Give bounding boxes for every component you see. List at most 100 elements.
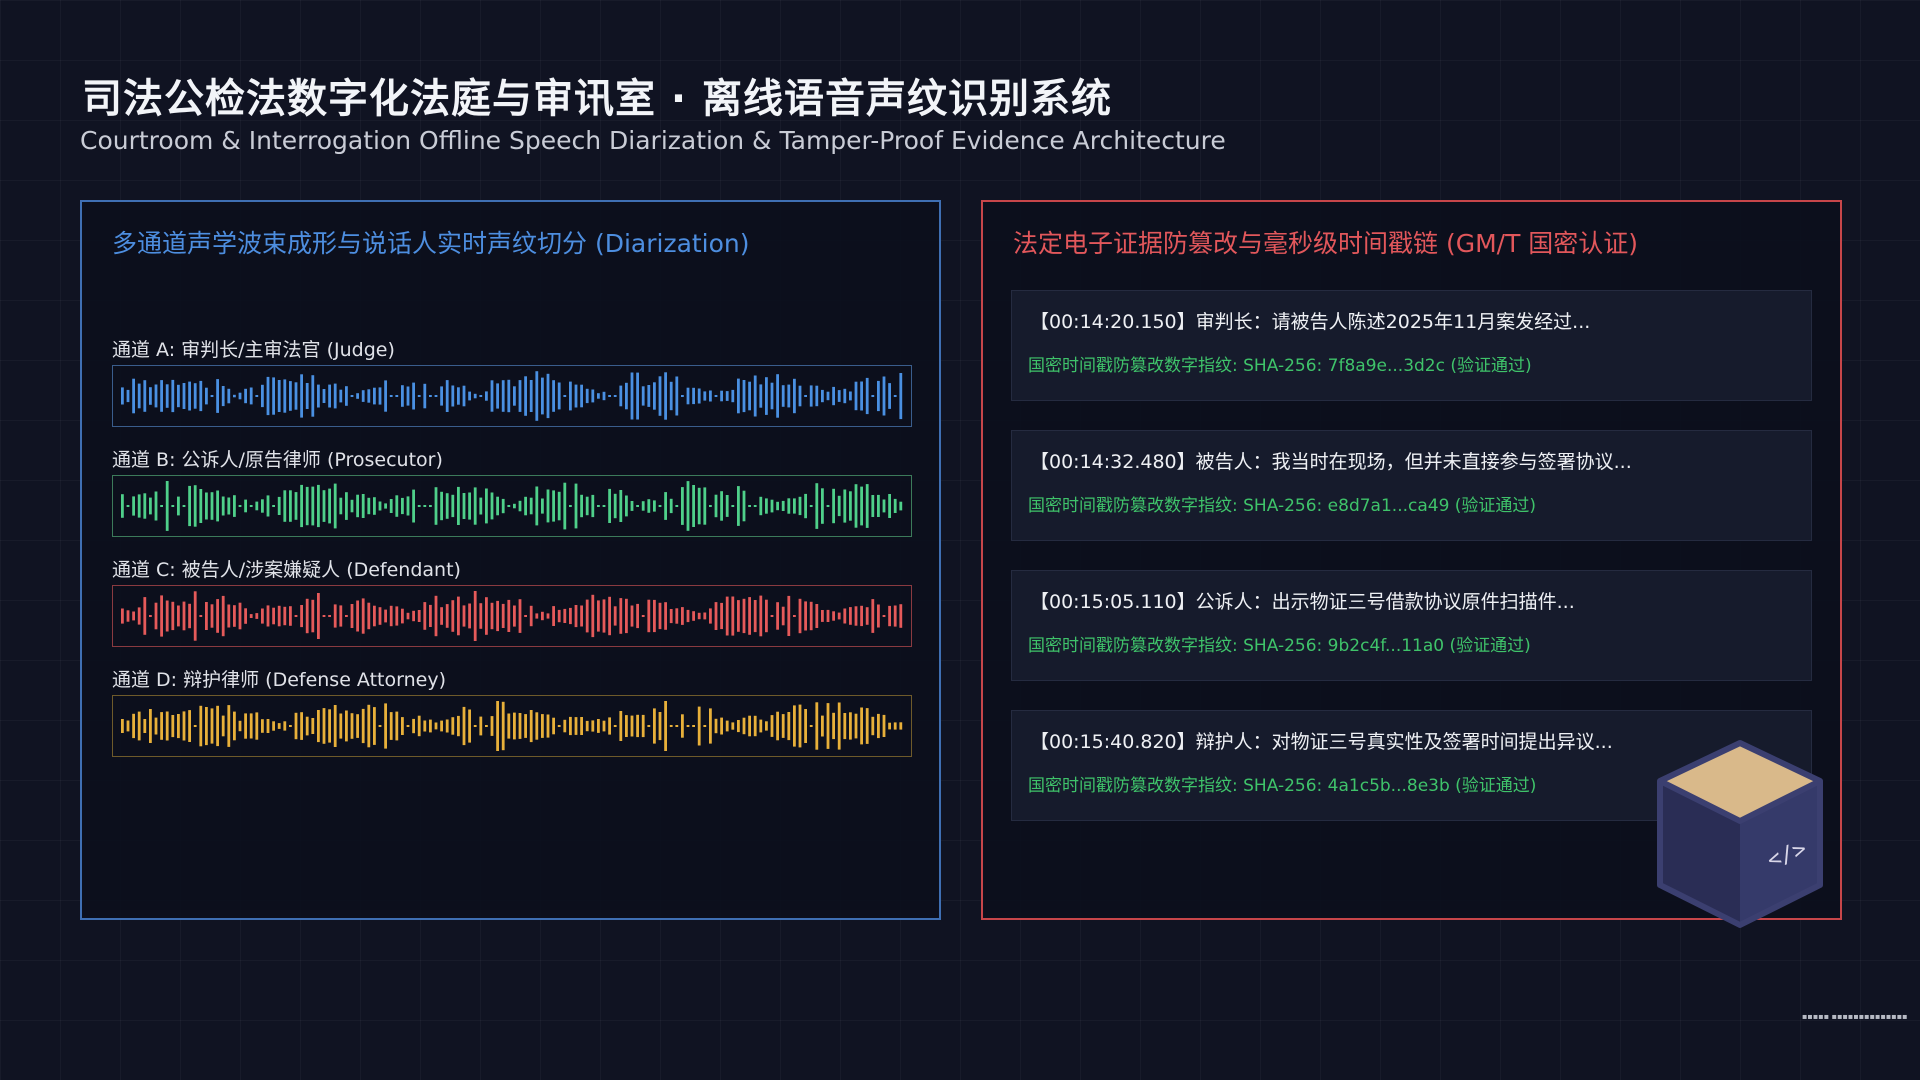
- waveform-bar: [832, 386, 835, 406]
- waveform-bar: [126, 389, 130, 403]
- waveform-bar: [249, 505, 253, 507]
- waveform-bar: [255, 712, 259, 740]
- waveform-bar: [871, 495, 875, 517]
- waveform-bar: [434, 722, 438, 730]
- waveform-bar: [781, 500, 785, 511]
- waveform-bar: [143, 380, 147, 412]
- waveform-bar: [300, 712, 303, 740]
- waveform-bar: [283, 606, 287, 626]
- waveform-bar: [317, 484, 320, 528]
- waveform-bar: [249, 387, 253, 405]
- waveform-bar: [244, 608, 247, 624]
- waveform-bar: [714, 395, 718, 397]
- waveform-bar: [149, 615, 152, 617]
- waveform-bar: [266, 719, 270, 733]
- waveform-bar: [373, 605, 376, 627]
- waveform-bar: [647, 725, 651, 727]
- waveform-bar: [412, 489, 415, 523]
- waveform-bar: [445, 719, 449, 733]
- waveform-bar: [781, 385, 785, 407]
- waveform-bar: [720, 390, 723, 402]
- waveform-bar: [333, 383, 337, 409]
- waveform-bar: [781, 606, 785, 626]
- waveform-bar: [317, 710, 320, 743]
- waveform-bar: [737, 486, 740, 526]
- waveform-bar: [468, 391, 471, 401]
- waveform-bar: [445, 380, 449, 412]
- waveform-bar: [350, 713, 354, 739]
- waveform-bar: [591, 594, 595, 638]
- waveform-bar: [238, 602, 242, 630]
- waveform-bar: [289, 381, 292, 411]
- waveform-bar: [165, 481, 169, 531]
- evidence-log-item[interactable]: 【00:14:20.150】审判长：请被告人陈述2025年11月案发经过... …: [1011, 290, 1812, 401]
- waveform-bar: [350, 604, 354, 628]
- waveform-bar: [137, 711, 141, 741]
- waveform-bar: [636, 372, 639, 420]
- waveform-bar: [457, 596, 460, 636]
- waveform-bar: [809, 725, 813, 727]
- waveform-bar: [289, 725, 292, 727]
- waveform-bar: [882, 499, 886, 513]
- waveform-bar: [216, 379, 219, 413]
- waveform-bar: [210, 604, 214, 628]
- waveform-bar: [305, 486, 309, 526]
- waveform-bar: [882, 376, 886, 416]
- waveform-bar: [585, 388, 589, 404]
- waveform-bar: [776, 602, 779, 630]
- waveform-bar: [121, 387, 124, 405]
- waveform-bar: [535, 371, 539, 421]
- waveform-bar: [501, 380, 505, 412]
- waveform-bar: [821, 389, 824, 403]
- waveform-bar: [429, 604, 432, 627]
- waveform-bar: [513, 605, 516, 627]
- waveform-bar: [580, 717, 583, 735]
- channel-label: 通道 A: 审判长/主审法官 (Judge): [112, 339, 395, 361]
- waveform-bar: [188, 381, 191, 411]
- waveform-bar: [664, 372, 667, 420]
- waveform-bar: [569, 607, 572, 625]
- waveform-bar: [406, 496, 410, 516]
- waveform-bar: [479, 603, 483, 629]
- waveform-bar: [871, 599, 875, 633]
- evidence-log-item[interactable]: 【00:14:32.480】被告人：我当时在现场，但并未直接参与签署协议... …: [1011, 430, 1812, 541]
- waveform-bar: [888, 722, 891, 730]
- waveform-bar: [149, 497, 152, 515]
- waveform-bar: [714, 494, 718, 518]
- waveform-bar: [686, 481, 690, 531]
- waveform-bar: [647, 385, 651, 407]
- log-text: 【00:14:32.480】被告人：我当时在现场，但并未直接参与签署协议...: [1030, 451, 1632, 473]
- waveform-bar: [121, 719, 124, 733]
- waveform-bar: [154, 717, 158, 735]
- log-text: 【00:14:20.150】审判长：请被告人陈述2025年11月案发经过...: [1030, 311, 1591, 333]
- waveform-bar: [210, 395, 214, 397]
- waveform-bar: [429, 719, 432, 733]
- waveform-bar: [177, 714, 180, 739]
- waveform-bar: [557, 725, 561, 727]
- waveform-bar: [619, 598, 623, 634]
- evidence-log-item[interactable]: 【00:15:05.110】公诉人：出示物证三号借款协议原件扫描件... 国密时…: [1011, 570, 1812, 681]
- waveform-bar: [266, 605, 270, 627]
- waveform-bar: [328, 384, 331, 408]
- waveform-bar: [770, 615, 774, 617]
- footnote: ▪▪▪▪▪ ▪▪▪▪▪▪▪▪▪▪▪▪▪▪: [1802, 1012, 1908, 1021]
- waveform-bar: [630, 501, 634, 511]
- waveform-bar: [384, 380, 387, 412]
- waveform-bar: [804, 601, 807, 631]
- waveform-bar: [731, 596, 735, 636]
- waveform-bar: [776, 374, 779, 418]
- waveform-bar: [636, 714, 639, 738]
- waveform-bar: [804, 493, 807, 519]
- waveform-bar: [748, 715, 751, 737]
- waveform-bar: [619, 385, 623, 407]
- waveform-bar: [675, 376, 679, 416]
- waveform-bar: [759, 719, 763, 733]
- waveform-bar: [737, 600, 740, 632]
- waveform-bar: [367, 602, 371, 630]
- waveform-bar: [787, 498, 791, 514]
- waveform-bar: [613, 395, 617, 397]
- waveform-bar: [322, 615, 326, 617]
- waveform-bar: [249, 614, 253, 618]
- waveform-bar: [899, 604, 903, 628]
